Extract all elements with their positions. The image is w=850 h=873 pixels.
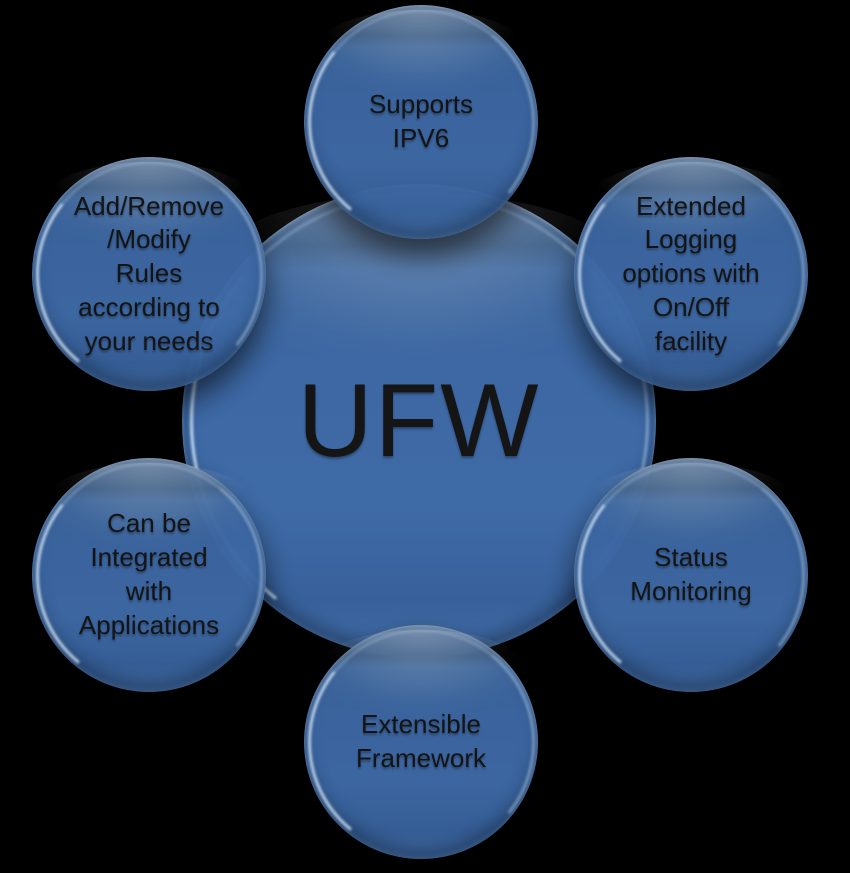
- satellite-label-integrated-applications: Can be Integrated with Applications: [78, 508, 220, 640]
- satellite-label-extensible-framework: Extensible Framework: [355, 709, 486, 773]
- satellite-extensible-framework: Extensible Framework: [304, 625, 538, 859]
- satellite-extended-logging: Extended Logging options with On/Off fac…: [574, 157, 808, 391]
- satellite-label-extended-logging: Extended Logging options with On/Off fac…: [622, 190, 760, 356]
- center-label: UFW: [297, 363, 541, 479]
- satellite-label-supports-ipv6: Supports IPV6: [368, 89, 474, 153]
- satellite-label-status-monitoring: Status Monitoring: [630, 542, 752, 606]
- satellite-supports-ipv6: Supports IPV6: [304, 5, 538, 239]
- satellite-label-add-remove-modify-rules: Add/Remove /Modify Rules according to yo…: [73, 190, 225, 356]
- satellite-integrated-applications: Can be Integrated with Applications: [32, 458, 266, 692]
- satellite-status-monitoring: Status Monitoring: [574, 458, 808, 692]
- satellite-add-remove-modify-rules: Add/Remove /Modify Rules according to yo…: [32, 157, 266, 391]
